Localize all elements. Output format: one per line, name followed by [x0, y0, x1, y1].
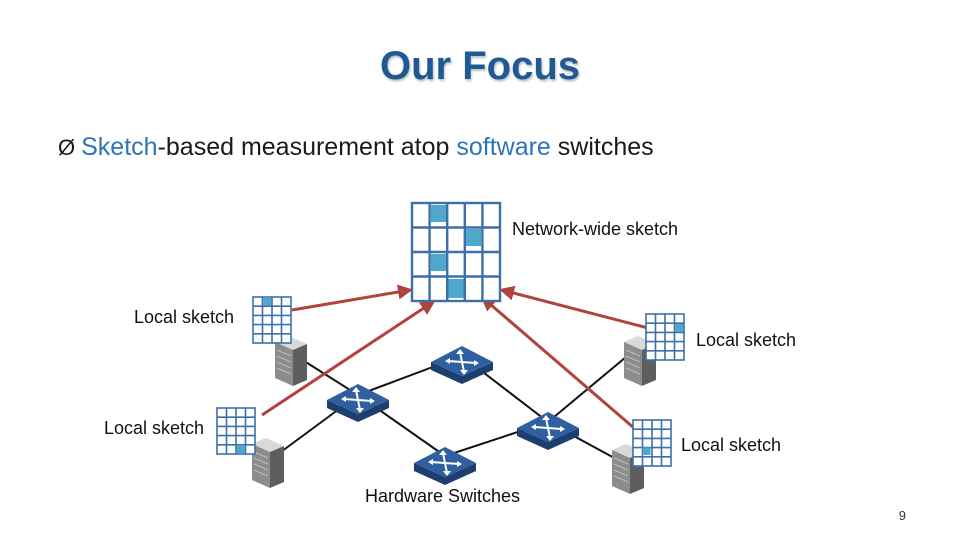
local-sketch-label-right-bottom: Local sketch — [681, 435, 782, 455]
local-sketch-grid-icon — [252, 296, 292, 344]
bullet-word-software: software — [456, 133, 551, 161]
local-sketch-label-right-top: Local sketch — [696, 330, 797, 350]
local-sketch-label-top-left: Local sketch — [134, 307, 235, 327]
bullet-text-end: switches — [550, 133, 654, 161]
local-sketch-grid-icon — [632, 419, 672, 467]
aggregation-arrows — [261, 284, 649, 430]
page-number: 9 — [898, 508, 906, 523]
network-links — [269, 351, 633, 461]
hardware-switch-icon — [516, 411, 580, 451]
hardware-switch-icon — [413, 446, 477, 486]
bullet-word-sketch: Sketch — [81, 133, 158, 161]
slide-title: Our Focus — [379, 44, 581, 88]
network-wide-sketch-label: Network-wide sketch — [512, 219, 679, 239]
local-sketch-grid-icon — [645, 313, 685, 361]
hardware-switch-icon — [430, 345, 494, 385]
bullet-text-middle: -based measurement atop — [157, 133, 457, 161]
hardware-switches-label: Hardware Switches — [365, 486, 521, 506]
server-bottom-left-icon — [251, 437, 285, 489]
bullet-arrow-icon: Ø — [58, 135, 76, 160]
local-sketch-grid-icon — [216, 407, 256, 455]
local-sketch-label-bottom-left: Local sketch — [104, 418, 205, 438]
hardware-switch-icon — [326, 383, 390, 423]
network-wide-sketch-grid-icon — [410, 201, 502, 303]
